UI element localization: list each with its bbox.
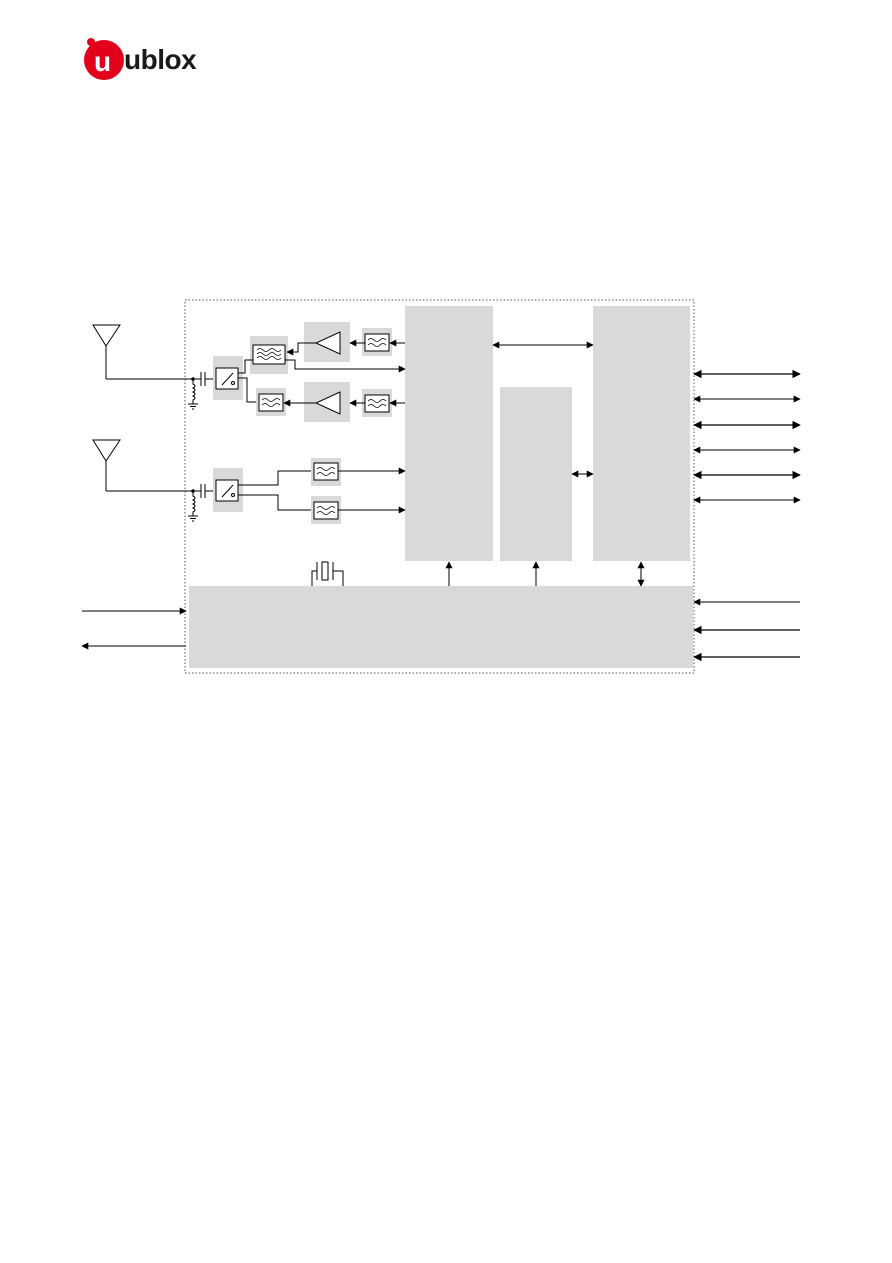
coupling-capacitor-icon (200, 484, 206, 498)
power-management-block (189, 586, 693, 668)
filter-icon (258, 393, 284, 412)
svg-text:u: u (94, 46, 111, 77)
transceiver-block (405, 306, 493, 561)
crystal-oscillator-icon (311, 561, 344, 586)
external-interface-lines (693, 369, 801, 504)
amplifier-triangle-icon (314, 331, 341, 355)
antenna-icon (92, 324, 121, 379)
filter-icon (313, 501, 339, 520)
filter-icon (364, 394, 390, 413)
processor-block (593, 306, 690, 561)
antenna-icon (92, 439, 121, 491)
coupling-capacitor-icon (200, 372, 206, 386)
logo-text: ublox (124, 44, 197, 75)
rf-switch-icon (215, 479, 239, 502)
duplexer-icon (252, 344, 286, 365)
logo-mark-icon: u (84, 38, 124, 80)
power-input-lines (693, 598, 800, 662)
filter-icon (313, 462, 339, 481)
filter-icon (364, 333, 390, 352)
left-power-lines (81, 607, 187, 650)
amplifier-triangle-icon (314, 391, 341, 415)
inductor-ground-icon (188, 491, 198, 522)
rf-switch-icon (215, 367, 239, 390)
inductor-ground-icon (188, 379, 198, 410)
memory-block (500, 387, 572, 561)
